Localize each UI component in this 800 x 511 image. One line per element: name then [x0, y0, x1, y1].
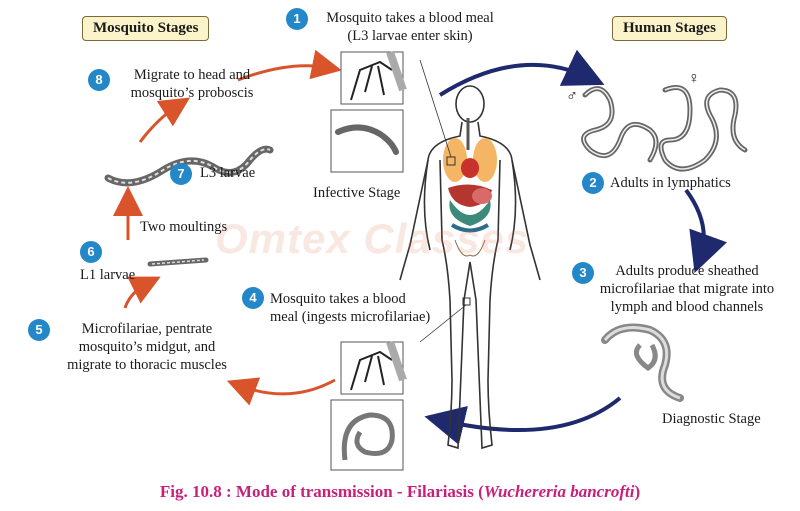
step-3-badge: 3: [572, 262, 594, 284]
mosquito-stages-title: Mosquito Stages: [82, 16, 210, 41]
human-organs: [419, 59, 497, 343]
step-5-badge: 5: [28, 319, 50, 341]
human-stages-title: Human Stages: [612, 16, 727, 41]
arrow-1-to-2: [438, 49, 605, 97]
female-symbol: ♀: [688, 70, 700, 87]
step-6-label: L1 larvae: [80, 267, 136, 283]
arrow-3-to-4: [424, 396, 622, 445]
step-8-badge: 8: [88, 69, 110, 91]
arrow-5-to-6: [123, 276, 161, 309]
arrow-4-to-5: [226, 377, 336, 406]
step-1-badge: 1: [286, 8, 308, 30]
step-4-badge: 4: [242, 287, 264, 309]
figure-caption: Fig. 10.8 : Mode of transmission - Filar…: [159, 482, 641, 501]
step-2-label: Adults in lymphatics: [610, 175, 731, 191]
step-7-badge: 7: [170, 163, 192, 185]
arrow-8-to-1: [237, 49, 342, 82]
step-2-badge: 2: [582, 172, 604, 194]
arrow-7-to-8: [138, 97, 191, 143]
diagnostic-stage-label: Diagnostic Stage: [662, 411, 761, 427]
step-1-label: Mosquito takes a blood meal(L3 larvae en…: [326, 10, 494, 44]
arrow-2-to-3: [684, 188, 727, 274]
step-6-badge: 6: [80, 241, 102, 263]
watermark: Omtex Classes: [215, 215, 530, 262]
infective-stage-label: Infective Stage: [313, 185, 401, 201]
male-symbol: ♂: [566, 88, 578, 105]
two-moultings-label: Two moultings: [140, 219, 228, 235]
step-7-label: L3 larvae: [200, 165, 256, 181]
human-body-illustration: [399, 85, 541, 450]
